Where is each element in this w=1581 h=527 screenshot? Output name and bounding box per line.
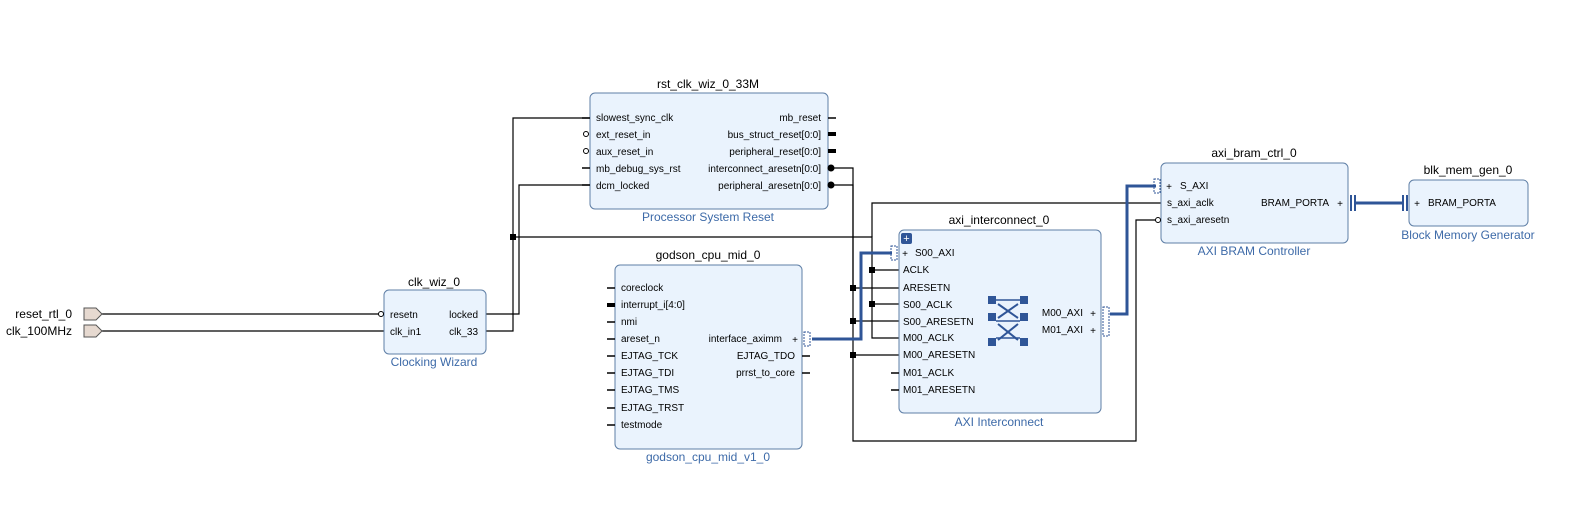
net-clk33-slowest[interactable] [486, 117, 590, 332]
pin-label: BRAM_PORTA [1428, 198, 1496, 209]
block-subtitle: AXI Interconnect [955, 415, 1044, 429]
expand-hierarchy-icon[interactable] [901, 233, 912, 244]
block-title: godson_cpu_mid_0 [656, 248, 761, 262]
block-proc-sys-reset[interactable]: rst_clk_wiz_0_33M slowest_sync_clk ext_r… [582, 77, 836, 224]
pin-label: interconnect_aresetn[0:0] [708, 164, 821, 175]
pin-label: s_axi_aresetn [1167, 215, 1229, 226]
pin-label: aux_reset_in [596, 147, 653, 158]
invert-bubble-icon [827, 164, 835, 172]
crossbar-icon [988, 296, 1028, 346]
block-title: clk_wiz_0 [408, 275, 460, 289]
expand-plus-icon[interactable]: + [1166, 182, 1172, 193]
pin-label: nmi [621, 317, 637, 328]
pin-label: peripheral_aresetn[0:0] [718, 181, 821, 192]
pin-label: interrupt_i[4:0] [621, 300, 685, 311]
reset-port-icon[interactable] [83, 307, 103, 321]
pin-label: M00_ARESETN [903, 350, 975, 361]
clk-port-icon[interactable] [83, 324, 103, 338]
pin-label: EJTAG_TCK [621, 351, 678, 362]
svg-text:+: + [903, 233, 909, 245]
block-subtitle: Processor System Reset [642, 210, 775, 224]
invert-bubble-icon [1155, 217, 1161, 223]
external-ports: reset_rtl_0 clk_100MHz [6, 307, 103, 338]
bus-interface-icon [1102, 306, 1110, 337]
pin-label: testmode [621, 420, 663, 431]
pin-label: ext_reset_in [596, 130, 650, 141]
block-subtitle: godson_cpu_mid_v1_0 [646, 450, 770, 464]
net-clk-bram-aclk[interactable] [871, 202, 1161, 237]
pin-label: s_axi_aclk [1167, 198, 1215, 209]
pin-label: EJTAG_TDI [621, 368, 674, 379]
pin-label: slowest_sync_clk [596, 113, 674, 124]
block-title: rst_clk_wiz_0_33M [657, 77, 759, 91]
expand-plus-icon[interactable]: + [792, 335, 798, 346]
port-clk-label: clk_100MHz [6, 324, 72, 338]
block-subtitle: Clocking Wizard [391, 355, 478, 369]
block-axi-bram-ctrl[interactable]: axi_bram_ctrl_0 + S_AXI s_axi_aclk s_axi… [1153, 146, 1356, 258]
pin-label: S_AXI [1180, 181, 1208, 192]
pin-label: locked [449, 310, 478, 321]
pin-label: mb_debug_sys_rst [596, 164, 681, 175]
pin-label: S00_ARESETN [903, 317, 974, 328]
invert-bubble-icon [827, 181, 835, 189]
pin-label: M01_AXI [1042, 325, 1083, 336]
bus-cpu-s00[interactable] [812, 251, 892, 341]
bus-interface-icon [803, 331, 811, 347]
pin-label: clk_33 [449, 327, 478, 338]
expand-plus-icon[interactable]: + [902, 249, 908, 260]
pin-label: mb_reset [779, 113, 821, 124]
block-subtitle: Block Memory Generator [1401, 228, 1534, 242]
expand-plus-icon[interactable]: + [1337, 199, 1343, 210]
bus-interface-icon [1153, 178, 1161, 194]
expand-plus-icon[interactable]: + [1414, 199, 1420, 210]
pin-label: coreclock [621, 283, 664, 294]
nets [102, 117, 1402, 442]
pin-label: clk_in1 [390, 327, 422, 338]
block-blk-mem-gen[interactable]: blk_mem_gen_0 + BRAM_PORTA Block Memory … [1401, 163, 1534, 242]
expand-plus-icon[interactable]: + [1090, 326, 1096, 337]
pin-label: BRAM_PORTA [1261, 198, 1329, 209]
net-locked[interactable] [486, 184, 590, 315]
bus-interface-icon [890, 245, 898, 261]
block-title: axi_interconnect_0 [949, 213, 1050, 227]
pin-label: ACLK [903, 265, 929, 276]
net-periph-aresetn[interactable] [833, 184, 1161, 442]
pin-label: interface_aximm [709, 334, 782, 345]
block-title: blk_mem_gen_0 [1424, 163, 1513, 177]
pin-label: EJTAG_TRST [621, 403, 684, 414]
pin-label: M00_ACLK [903, 333, 954, 344]
block-subtitle: AXI BRAM Controller [1198, 244, 1311, 258]
invert-bubble-icon [583, 148, 589, 154]
pin-label: M01_ACLK [903, 368, 954, 379]
pin-label: M01_ARESETN [903, 385, 975, 396]
bus-m00-saxi[interactable] [1110, 184, 1156, 316]
pin-label: resetn [390, 310, 418, 321]
block-godson-cpu[interactable]: godson_cpu_mid_0 coreclock interrupt_i[4… [607, 248, 811, 464]
pin-label: S00_AXI [915, 248, 954, 259]
pin-label: bus_struct_reset[0:0] [728, 130, 822, 141]
port-reset-label: reset_rtl_0 [15, 307, 72, 321]
block-clk-wiz[interactable]: clk_wiz_0 resetn clk_in1 locked clk_33 C… [378, 275, 487, 369]
pin-label: EJTAG_TMS [621, 385, 679, 396]
pin-label: areset_n [621, 334, 660, 345]
pin-label: prrst_to_core [736, 368, 795, 379]
block-title: axi_bram_ctrl_0 [1211, 146, 1297, 160]
invert-bubble-icon [583, 131, 589, 137]
pin-label: peripheral_reset[0:0] [729, 147, 821, 158]
pin-label: EJTAG_TDO [737, 351, 795, 362]
pin-label: ARESETN [903, 283, 950, 294]
invert-bubble-icon [378, 311, 384, 317]
pin-label: S00_ACLK [903, 300, 953, 311]
pin-label: dcm_locked [596, 181, 649, 192]
block-axi-interconnect[interactable]: axi_interconnect_0 + + S00_AXI ACLK ARES… [890, 213, 1110, 429]
expand-plus-icon[interactable]: + [1090, 309, 1096, 320]
pin-label: M00_AXI [1042, 308, 1083, 319]
